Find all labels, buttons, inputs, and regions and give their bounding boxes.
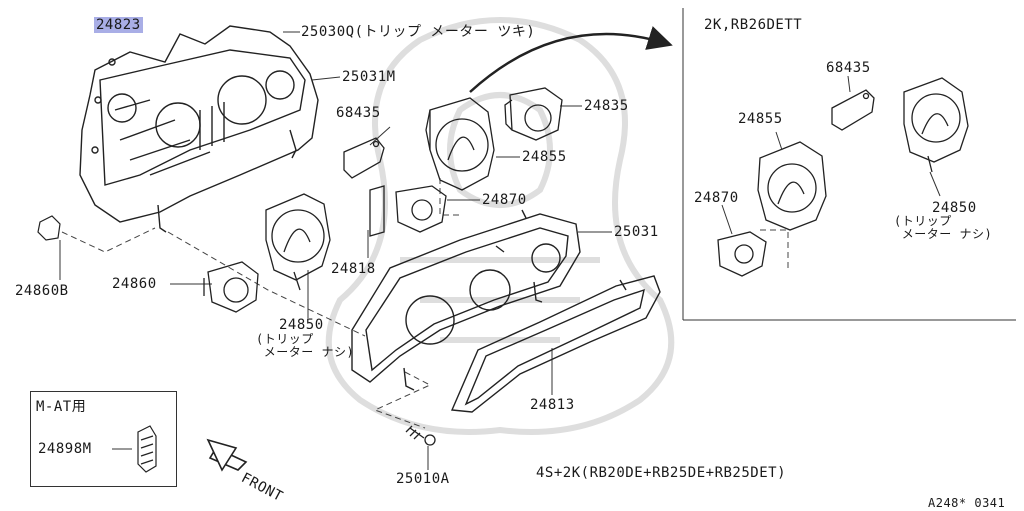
inset-left-title: M-AT用 xyxy=(36,399,87,415)
gauge-24860 xyxy=(203,261,259,313)
inset-part-label-24898m[interactable]: 24898M xyxy=(38,441,92,457)
part-label-24855[interactable]: 24855 xyxy=(522,149,567,165)
inset-part-label-24855[interactable]: 24855 xyxy=(738,111,783,127)
inset-right-title: 2K,RB26DETT xyxy=(704,17,803,33)
part-label-24813[interactable]: 24813 xyxy=(530,397,575,413)
inset-part-note-24850: (トリップ メーター ナシ) xyxy=(894,214,993,241)
gauge-24835 xyxy=(504,87,563,141)
part-label-25010a[interactable]: 25010A xyxy=(396,471,450,487)
socket-24860b xyxy=(37,215,61,241)
part-label-24870[interactable]: 24870 xyxy=(482,192,527,208)
assembly-dashed-lines xyxy=(61,178,789,429)
front-arrow xyxy=(206,438,248,472)
part-label-24860b[interactable]: 24860B xyxy=(15,283,69,299)
part-label-24860[interactable]: 24860 xyxy=(112,276,157,292)
part-label-24818[interactable]: 24818 xyxy=(331,261,376,277)
inset-right-parts xyxy=(717,77,969,277)
part-label-25030q[interactable]: 25030Q(トリップ メーター ツキ) xyxy=(301,24,536,40)
bracket-68435 xyxy=(343,137,385,179)
finisher-24813 xyxy=(450,275,661,413)
inset-reference-arrow xyxy=(469,26,673,93)
inset-left-box xyxy=(30,391,177,487)
part-label-68435[interactable]: 68435 xyxy=(336,105,381,121)
cluster-housing-25030q xyxy=(79,25,319,233)
part-label-24823[interactable]: 24823 xyxy=(94,17,143,33)
part-note-24850: (トリップ メーター ナシ) xyxy=(256,332,355,359)
gauge-24855 xyxy=(425,97,495,191)
leader-lines xyxy=(59,31,612,470)
part-label-25031[interactable]: 25031 xyxy=(614,224,659,240)
inset-part-label-68435[interactable]: 68435 xyxy=(826,60,871,76)
part-label-25031m[interactable]: 25031M xyxy=(342,69,396,85)
inset-part-label-24850[interactable]: 24850 xyxy=(932,200,977,216)
figure-code: A248* 0341 xyxy=(928,496,1006,510)
inset-part-label-24870[interactable]: 24870 xyxy=(694,190,739,206)
inset-right-frame xyxy=(682,8,1016,321)
footer-models: 4S+2K(RB20DE+RB25DE+RB25DET) xyxy=(536,465,787,481)
part-label-24835[interactable]: 24835 xyxy=(584,98,629,114)
inset-left-part xyxy=(137,425,157,473)
cluster-lens-25031 xyxy=(351,209,581,391)
screw-25010a xyxy=(405,425,436,446)
part-label-24850[interactable]: 24850 xyxy=(279,317,324,333)
gauge-24850 xyxy=(265,193,331,291)
print-board-24818 xyxy=(369,185,385,237)
gauge-24870 xyxy=(395,185,447,233)
inset-right-leaders xyxy=(721,75,941,235)
